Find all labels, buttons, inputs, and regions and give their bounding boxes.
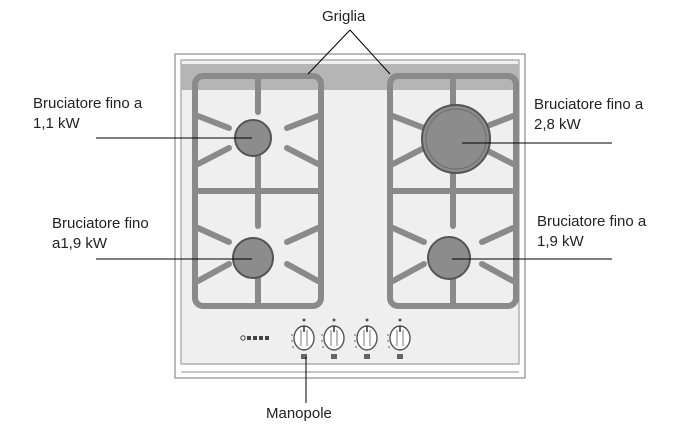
cooktop	[174, 53, 526, 379]
leader-grid-left	[307, 29, 351, 75]
burner-top-right	[421, 104, 491, 174]
label-burner-bottom-left: Bruciatore fino a1,9 kW	[52, 215, 149, 252]
label-grid: Griglia	[322, 8, 366, 25]
label-burner-top-left: Bruciatore fino a 1,1 kW	[33, 95, 143, 132]
burner-bottom-right	[427, 236, 471, 280]
label-burner-bottom-right: Bruciatore fino a 1,9 kW	[537, 213, 647, 250]
burner-bottom-left	[232, 237, 274, 279]
label-knobs: Manopole	[266, 405, 332, 422]
leader-grid-right	[349, 29, 391, 75]
brand-logo-icon	[240, 335, 269, 341]
label-burner-top-right: Bruciatore fino a 2,8 kW	[534, 96, 644, 133]
leader-lines	[96, 29, 612, 403]
